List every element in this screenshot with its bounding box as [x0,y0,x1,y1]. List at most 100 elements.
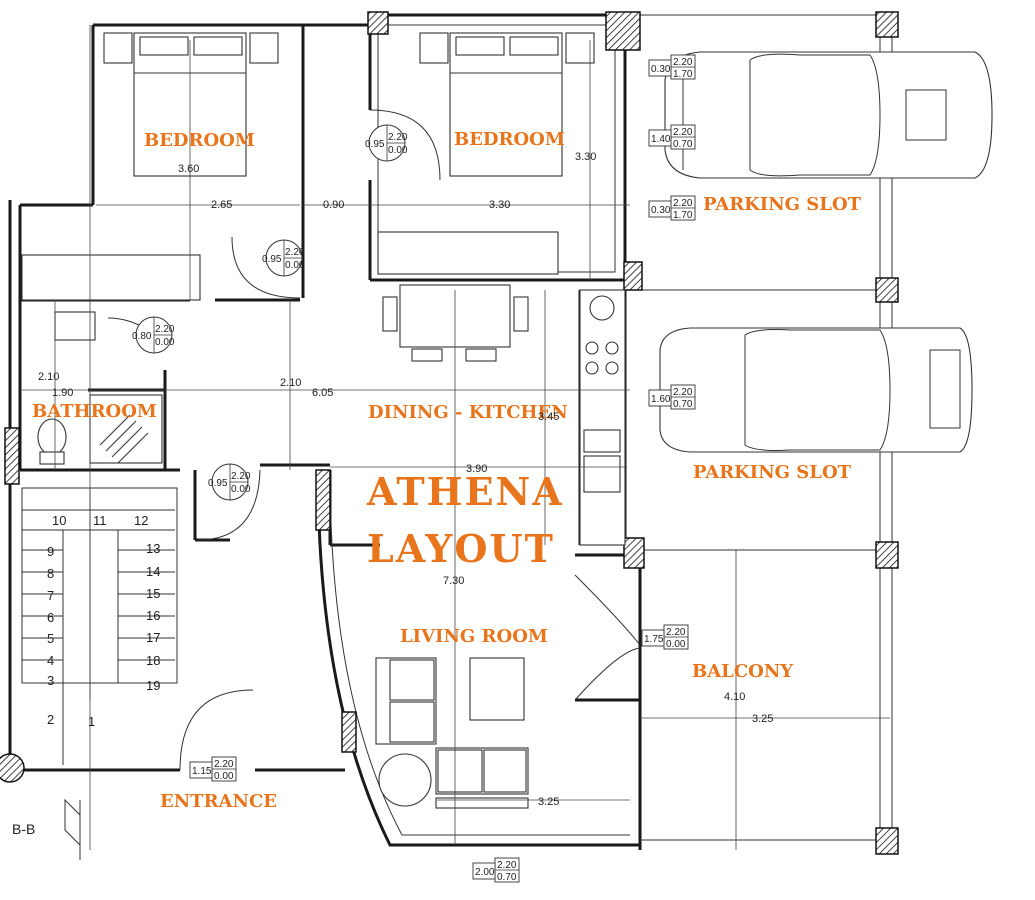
dim-label: 0.90 [323,199,344,211]
opening-height: 2.20 [231,471,251,482]
stair-number: 3 [47,673,54,688]
stair-number: 11 [93,513,107,528]
opening-tag: 0.952.20 0.00 [262,239,305,277]
opening-tag: 0.952.20 0.00 [208,463,251,501]
opening-width: 2.00 [475,867,495,878]
room-labels: BEDROOM BEDROOM PARKING SLOT PARKING SLO… [32,129,862,812]
stair-number: 16 [146,608,160,623]
opening-height: 2.20 [673,198,693,209]
plan-title-line-1: ATHENA [366,469,564,514]
shower-grate-lines [99,414,149,464]
opening-width: 1.40 [651,134,671,145]
stair-number: 7 [47,588,54,603]
dim-label: 4.10 [724,691,745,703]
stair-number: 2 [47,712,54,727]
stair-number: 9 [47,544,54,559]
dim-label: 2.10 [280,377,301,389]
opening-tag: 0.952.20 0.00 [365,124,408,162]
plan-title-line-2: LAYOUT [367,526,555,571]
opening-sill: 0.70 [673,399,693,410]
stair-number: 15 [146,586,160,601]
dim-label: 3.30 [489,199,510,211]
stair-number: 10 [52,513,66,528]
opening-width: 0.95 [208,478,228,489]
stair-number: 5 [47,631,54,646]
opening-sill: 0.70 [497,872,517,883]
room-label-entrance: ENTRANCE [160,791,277,812]
dim-label: 3.25 [752,713,773,725]
room-label-parking-2: PARKING SLOT [693,462,852,483]
opening-tag: 2.002.200.70 [472,857,520,883]
structural-columns [0,11,899,855]
room-label-bathroom: BATHROOM [32,401,157,422]
opening-sill: 0.70 [673,139,693,150]
staircase [21,487,178,765]
dim-label: 3.30 [575,151,596,163]
stair-number: 19 [146,678,160,693]
opening-tag: 1.402.200.70 [648,124,696,150]
car-2 [659,327,973,453]
opening-tag: 1.752.200.00 [641,624,689,650]
stair-number: 6 [47,610,54,625]
opening-sill: 0.00 [285,260,305,271]
stair-number: 8 [47,566,54,581]
opening-height: 2.20 [155,324,175,335]
opening-width: 1.75 [644,634,664,645]
opening-tag: 0.802.20 0.00 [132,316,175,354]
opening-sill: 0.00 [231,484,251,495]
section-marker-label: B-B [12,821,35,837]
room-label-bedroom-2: BEDROOM [454,129,565,150]
opening-sill: 0.00 [214,771,234,782]
opening-tags: 0.302.201.701.402.200.700.302.201.700.95… [132,54,696,883]
opening-width: 1.15 [192,766,212,777]
car-1 [664,51,993,179]
dimension-lines [20,25,890,850]
opening-height: 2.20 [285,247,305,258]
opening-tag: 1.152.200.00 [189,756,237,782]
dim-label: 7.30 [443,575,464,587]
stair-number: 17 [146,630,160,645]
opening-height: 2.20 [214,759,234,770]
opening-sill: 0.00 [388,145,408,156]
opening-tag: 0.302.201.70 [648,54,696,80]
room-label-living-room: LIVING ROOM [400,626,548,647]
opening-width: 0.30 [651,64,671,75]
opening-height: 2.20 [673,127,693,138]
dim-label: 3.45 [538,411,559,423]
opening-width: 1.60 [651,394,671,405]
opening-width: 0.95 [365,139,385,150]
doors [107,109,641,771]
opening-width: 0.30 [651,205,671,216]
opening-tag: 0.302.201.70 [648,195,696,221]
opening-tag: 1.602.200.70 [648,384,696,410]
stair-number: 1 [88,714,95,729]
dimension-labels: 3.60 2.65 0.90 3.30 3.30 2.10 1.90 2.10 … [38,151,773,808]
opening-width: 0.95 [262,254,282,265]
dim-label: 1.90 [52,387,73,399]
opening-height: 2.20 [388,132,408,143]
dim-label: 6.05 [312,387,333,399]
room-label-parking-1: PARKING SLOT [703,194,862,215]
dim-label: 2.10 [38,371,59,383]
opening-sill: 0.00 [155,337,175,348]
opening-height: 2.20 [673,57,693,68]
dim-label: 3.90 [466,463,487,475]
opening-height: 2.20 [666,627,686,638]
opening-height: 2.20 [497,860,517,871]
room-label-bedroom-1: BEDROOM [144,130,255,151]
opening-height: 2.20 [673,387,693,398]
furniture [21,32,626,809]
dim-label: 3.25 [538,796,559,808]
stair-number: 12 [134,513,148,528]
stair-number: 14 [146,564,160,579]
opening-width: 0.80 [132,331,152,342]
opening-sill: 1.70 [673,210,693,221]
section-marker: B-B [12,798,81,860]
room-label-balcony: BALCONY [692,661,794,682]
dim-label: 2.65 [211,199,232,211]
opening-sill: 0.00 [666,639,686,650]
stair-number: 4 [47,653,54,668]
dim-label: 3.60 [178,163,199,175]
room-label-dining-kitchen: DINING - KITCHEN [368,402,568,423]
